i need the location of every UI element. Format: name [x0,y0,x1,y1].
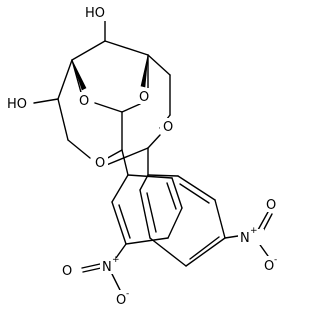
nitro-bottom-o-charge: - [126,289,129,299]
core-bonds [33,20,171,176]
stereo-wedges [71,54,149,91]
nitro-right-nitrogen: N [240,231,250,246]
nitro-bottom-nitrogen: N [102,260,112,275]
nitro-right-oxygen-2: O [264,259,274,274]
nitro-bottom-n-charge: + [112,255,120,265]
nitro-right-oxygen-1: O [266,198,276,213]
wedge-bond-right [140,54,149,88]
ring-oxygen-lower: O [95,156,105,171]
structure-svg: HO HO O O O O N + O O - N + O O - [5,3,283,308]
nitro-bottom-oxygen-1: O [62,264,72,279]
molecule-diagram: HO HO O O O O N + O O - N + O O - [5,3,283,308]
ring-oxygen-left: O [79,94,89,109]
aryl-ring-upper [139,174,239,267]
nitro-bottom-oxygen-2: O [116,293,126,308]
hydroxyl-top-label: HO [85,6,105,21]
wedge-bond-left [71,59,87,91]
hydroxyl-left-label: HO [7,97,27,112]
aryl-ring-lower [111,174,183,259]
nitro-right-n-charge: + [250,226,258,236]
atom-labels: HO HO O O O O N + O O - N + O O - [5,3,283,308]
ring-oxygen-right: O [139,90,149,105]
ring-oxygen-far-right: O [163,120,173,135]
nitro-right-o-charge: - [274,255,277,265]
nitro-group-bottom [81,263,121,291]
